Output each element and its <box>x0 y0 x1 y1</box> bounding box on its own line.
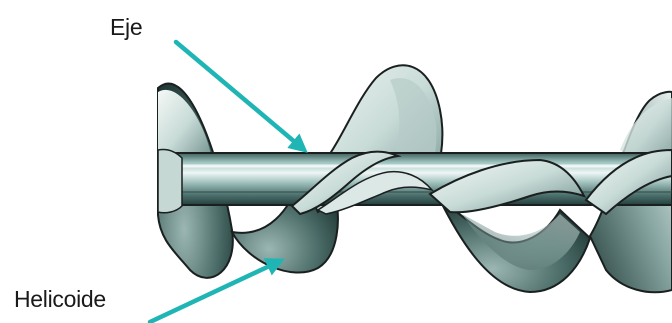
shaft-label: Eje <box>110 14 142 41</box>
flight-label: Helicoide <box>14 286 106 313</box>
helix-flight-2 <box>440 200 590 292</box>
